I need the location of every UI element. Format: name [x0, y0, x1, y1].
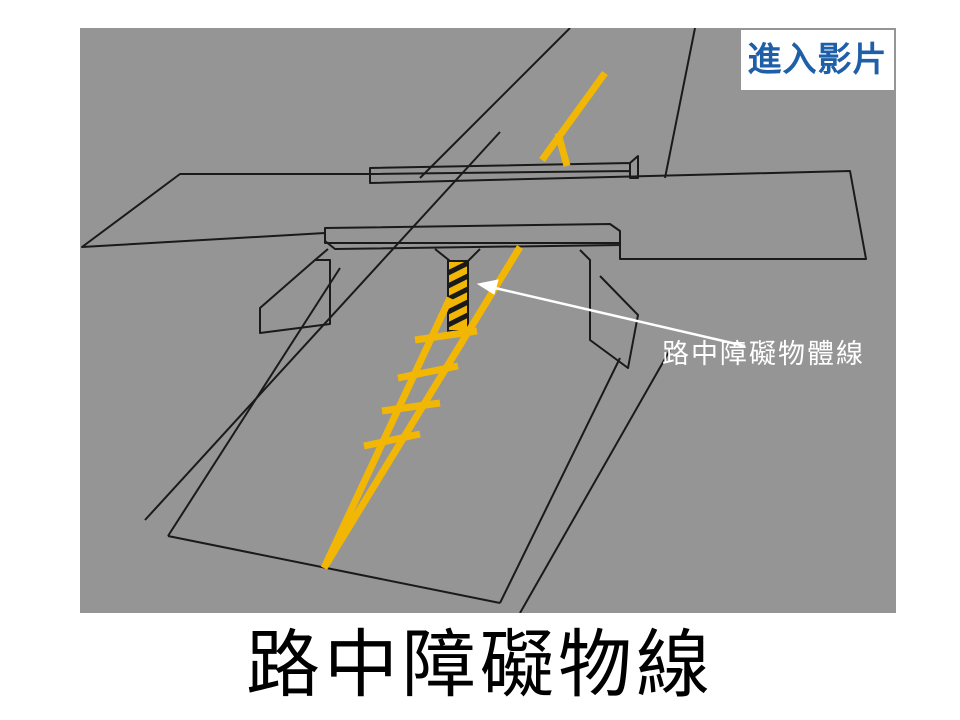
- right-abutment: [579, 249, 639, 369]
- yellow-marking: [320, 70, 608, 570]
- upper-yellow-wedge: [554, 132, 571, 167]
- left-abutment: [259, 248, 331, 334]
- page-title: 路中障礙物線: [246, 622, 714, 708]
- yellow-chevron-4: [363, 430, 421, 450]
- upper-road-edge-left: [419, 28, 571, 179]
- lower-road-curb: [167, 535, 501, 604]
- upper-yellow-line: [539, 70, 608, 163]
- diagram-panel: [80, 28, 896, 613]
- lower-road-edge-right-2: [519, 349, 671, 613]
- far-parapet: [369, 155, 639, 179]
- enter-video-button[interactable]: 進入影片: [741, 30, 894, 90]
- obstacle-hatching: [446, 260, 470, 332]
- yellow-chevron-1: [414, 327, 478, 344]
- lower-road-edge-right: [499, 357, 621, 604]
- road-obstacle-diagram: [81, 28, 867, 613]
- yellow-chevron-2: [397, 362, 459, 382]
- near-bridge-beam: [324, 223, 621, 250]
- lower-yellow-line-left: [320, 296, 454, 570]
- callout-arrow: [476, 279, 746, 348]
- bridge-deck: [81, 170, 867, 260]
- yellow-chevron-3: [381, 399, 441, 415]
- lower-road-edge-left-2: [167, 267, 341, 537]
- callout-label: 路中障礙物體線: [662, 339, 865, 370]
- lower-road-edge-left: [144, 131, 501, 521]
- upper-road-edge-right: [664, 28, 696, 179]
